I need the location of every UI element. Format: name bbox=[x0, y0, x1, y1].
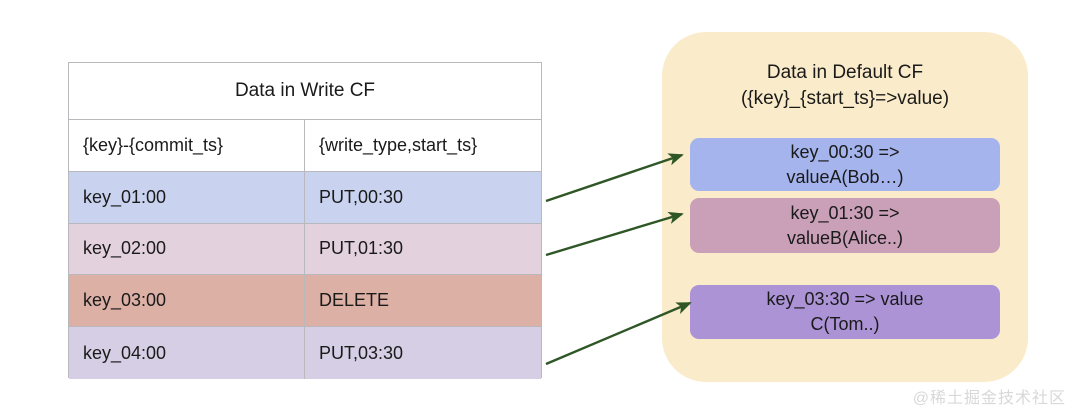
column-header-key: {key}-{commit_ts} bbox=[69, 120, 305, 171]
default-cf-title: Data in Default CF ({key}_{start_ts}=>va… bbox=[662, 60, 1028, 112]
default-cf-panel: Data in Default CF ({key}_{start_ts}=>va… bbox=[662, 32, 1028, 382]
default-cf-title-line1: Data in Default CF bbox=[766, 62, 924, 83]
row-key: key_04:00 bbox=[69, 327, 305, 379]
row-value: PUT,03:30 bbox=[305, 327, 541, 379]
table-row: key_02:00 PUT,01:30 bbox=[69, 223, 541, 276]
write-cf-table: Data in Write CF {key}-{commit_ts} {writ… bbox=[68, 62, 542, 379]
default-cf-title-line2: ({key}_{start_ts}=>value) bbox=[740, 88, 950, 109]
row-value: PUT,01:30 bbox=[305, 223, 541, 275]
table-row: key_04:00 PUT,03:30 bbox=[69, 327, 541, 379]
row-key: key_03:00 bbox=[69, 275, 305, 327]
watermark: @稀土掘金技术社区 bbox=[912, 390, 1066, 407]
row-key: key_02:00 bbox=[69, 223, 305, 275]
write-cf-column-header-row: {key}-{commit_ts} {write_type,start_ts} bbox=[69, 120, 541, 172]
write-cf-title-row: Data in Write CF bbox=[69, 63, 541, 120]
entry-line1: key_01:30 => bbox=[790, 202, 900, 223]
entry-line2: C(Tom..) bbox=[810, 314, 880, 334]
column-header-value: {write_type,start_ts} bbox=[305, 120, 541, 171]
table-row: key_01:00 PUT,00:30 bbox=[69, 171, 541, 224]
entry-line2: valueB(Alice..) bbox=[786, 227, 904, 248]
default-cf-entry-box: key_03:30 => value C(Tom..) bbox=[690, 285, 1000, 339]
write-cf-title: Data in Write CF bbox=[234, 80, 376, 101]
entry-line1: key_03:30 => value bbox=[766, 289, 924, 309]
entry-line2: valueA(Bob…) bbox=[786, 166, 904, 187]
row-value: PUT,00:30 bbox=[305, 171, 541, 223]
row-key: key_01:00 bbox=[69, 171, 305, 223]
default-cf-entry-box: key_00:30 => valueA(Bob…) bbox=[690, 138, 1000, 191]
row-value: DELETE bbox=[305, 275, 541, 327]
entry-line1: key_00:30 => bbox=[790, 141, 900, 162]
table-row: key_03:00 DELETE bbox=[69, 275, 541, 328]
default-cf-entry-box: key_01:30 => valueB(Alice..) bbox=[690, 198, 1000, 253]
